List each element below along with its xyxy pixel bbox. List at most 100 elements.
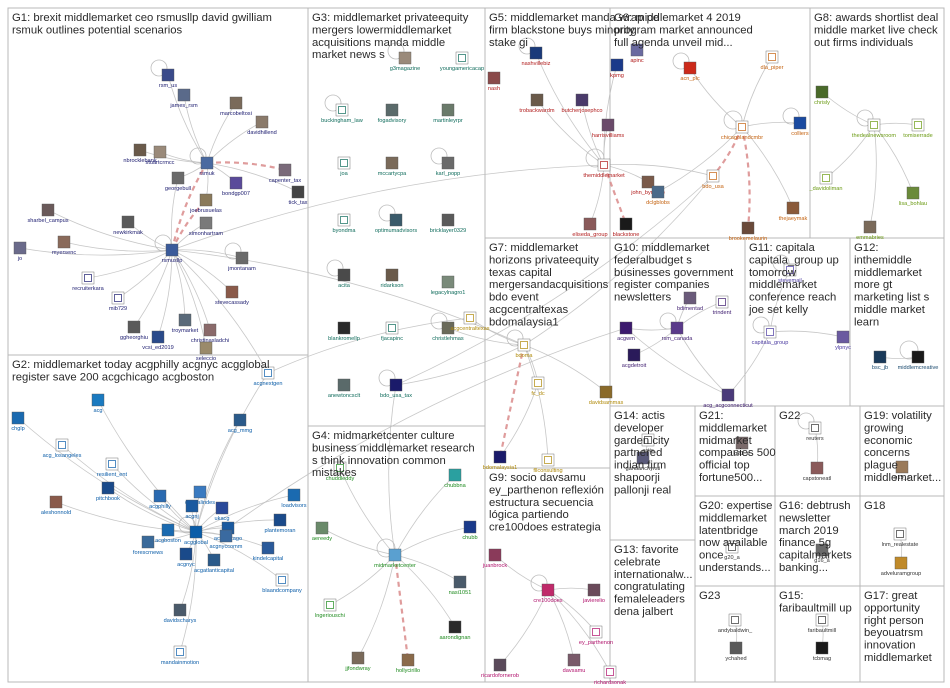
- node-label: joa: [339, 171, 348, 177]
- node-avatar-icon: [442, 104, 454, 116]
- node-label: acgglobal: [184, 540, 208, 546]
- node-bsc_jb[interactable]: bsc_jb: [872, 351, 888, 371]
- node-nash[interactable]: nash: [488, 72, 500, 92]
- node-label: trobackwardm: [519, 108, 554, 114]
- node-label: james_rsm: [169, 103, 198, 109]
- node-avatar-icon: [324, 599, 336, 611]
- node-rsmuk[interactable]: rsmuk: [199, 157, 214, 177]
- node-chrisly[interactable]: chrisly: [814, 86, 830, 106]
- node-avatar-icon: [620, 218, 632, 230]
- node-label: chicagolandcmbr: [721, 135, 763, 141]
- node-avatar-icon: [442, 276, 454, 288]
- node-avatar-icon: [58, 236, 70, 248]
- node-avatar-icon: [174, 604, 186, 616]
- node-label: troymarket: [172, 328, 199, 334]
- node-label: marcobeltosi: [220, 111, 252, 117]
- node-acgnj[interactable]: acgnj: [185, 500, 198, 520]
- node-label: byondma: [332, 228, 356, 234]
- node-avatar-icon: [172, 172, 184, 184]
- node-kpmg[interactable]: kpmg: [610, 59, 624, 79]
- node-avatar-icon: [736, 121, 748, 133]
- node-label: g20_a: [724, 555, 740, 561]
- node-label: acn_plc: [680, 76, 699, 82]
- node-avatar-icon: [162, 524, 174, 536]
- node-label: forescrnews: [133, 550, 163, 556]
- node-label: harrisvilliams: [592, 133, 625, 139]
- group-title-g22: G22: [779, 410, 800, 422]
- node-avatar-icon: [402, 654, 414, 666]
- node-avatar-icon: [604, 666, 616, 678]
- node-fc_dc[interactable]: fc_dc: [531, 377, 545, 397]
- node-label: acgcentraltexas: [450, 326, 489, 332]
- node-label: rsmuk: [199, 171, 214, 177]
- node-label: reuters: [806, 436, 824, 442]
- node-avatar-icon: [730, 642, 742, 654]
- node-label: bdo_usa: [702, 184, 724, 190]
- node-avatar-icon: [208, 554, 220, 566]
- node-avatar-icon: [386, 322, 398, 334]
- node-acita[interactable]: acita: [338, 269, 351, 289]
- node-label: buckingham_law: [321, 118, 364, 124]
- node-label: fc_dc: [531, 391, 545, 397]
- node-label: butcherjosephco: [561, 108, 602, 114]
- node-label: adveluramgroup: [881, 571, 921, 577]
- node-avatar-icon: [338, 269, 350, 281]
- node-chglp[interactable]: chglp: [11, 412, 24, 432]
- group-title-g23: G23: [699, 590, 720, 602]
- node-label: acgboston: [155, 538, 181, 544]
- node-label: acgnj: [185, 514, 198, 520]
- node-avatar-icon: [590, 626, 602, 638]
- node-label: javierelio: [582, 598, 605, 604]
- node-label: ridarkson: [380, 283, 403, 289]
- node-label: mccartycpa: [378, 171, 407, 177]
- node-chubb[interactable]: chubb: [462, 521, 477, 541]
- node-label: richardsonak: [594, 680, 626, 686]
- node-label: _davidoliman: [809, 186, 843, 192]
- node-avatar-icon: [907, 187, 919, 199]
- node-label: bdimentad: [677, 306, 703, 312]
- node-avatar-icon: [230, 177, 242, 189]
- node-label: anewtoncsclt: [328, 393, 361, 399]
- node-label: bondgp007: [222, 191, 250, 197]
- node-avatar-icon: [200, 194, 212, 206]
- node-avatar-icon: [386, 269, 398, 281]
- node-avatar-icon: [389, 549, 401, 561]
- node-avatar-icon: [542, 584, 554, 596]
- node-label: acgatlanticapital: [194, 568, 234, 574]
- node-ukacg[interactable]: ukacg: [215, 502, 230, 522]
- node-acg[interactable]: acg: [92, 394, 104, 414]
- node-avatar-icon: [895, 557, 907, 569]
- node-label: acgphilly: [149, 504, 171, 510]
- node-avatar-icon: [816, 642, 828, 654]
- node-avatar-icon: [488, 72, 500, 84]
- node-avatar-icon: [226, 286, 238, 298]
- node-label: jjfondwray: [344, 666, 370, 672]
- node-avatar-icon: [766, 51, 778, 63]
- node-label: dla_piper: [760, 65, 783, 71]
- node-ylpnyc[interactable]: ylpnyc: [835, 331, 851, 351]
- node-label: nashvillebiz: [522, 61, 551, 67]
- node-avatar-icon: [186, 500, 198, 512]
- node-avatar-icon: [620, 322, 632, 334]
- node-avatar-icon: [820, 172, 832, 184]
- node-avatar-icon: [92, 394, 104, 406]
- group-title-g18: G18: [864, 500, 885, 512]
- node-avatar-icon: [230, 97, 242, 109]
- node-avatar-icon: [316, 522, 328, 534]
- node-label: legacylnagro1: [431, 290, 466, 296]
- node-avatar-icon: [292, 186, 304, 198]
- node-avatar-icon: [912, 119, 924, 131]
- node-avatar-icon: [14, 242, 26, 254]
- node-label: kpmg: [610, 73, 624, 79]
- node-label: lnm_realestate: [882, 542, 919, 548]
- node-label: loadvisors: [281, 503, 306, 509]
- node-avatar-icon: [764, 326, 776, 338]
- node-avatar-icon: [489, 549, 501, 561]
- node-avatar-icon: [442, 214, 454, 226]
- node-label: blackstone: [613, 232, 640, 238]
- node-avatar-icon: [174, 646, 186, 658]
- node-avatar-icon: [288, 489, 300, 501]
- node-avatar-icon: [531, 94, 543, 106]
- node-avatar-icon: [518, 339, 530, 351]
